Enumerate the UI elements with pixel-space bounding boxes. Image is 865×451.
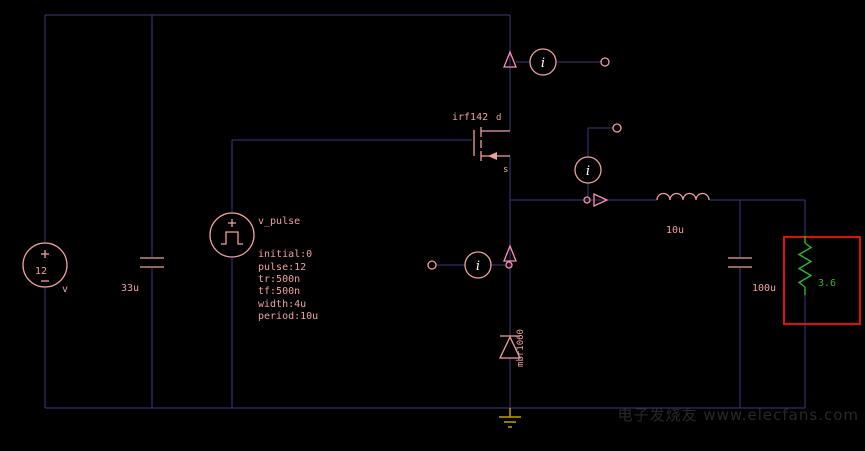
mosfet-pin-d: d: [496, 113, 501, 123]
current-arrow-icon: [503, 50, 517, 68]
mosfet-arrow-icon: [488, 152, 497, 160]
probe-label: i: [586, 164, 590, 179]
wires: [44, 14, 806, 409]
plus-sign-icon: [41, 250, 49, 258]
output-capacitor-value: 100u: [752, 283, 776, 294]
mosfet-pin-s: s: [503, 165, 508, 175]
probe-tap-icon: [583, 196, 591, 204]
pulse-param-initial: initial:0: [258, 249, 312, 260]
load-resistor[interactable]: 3.6: [783, 236, 861, 325]
pulse-param-tf: tf:500n: [258, 286, 300, 297]
inductor-value: 10u: [666, 225, 684, 236]
mosfet-label: irf142: [452, 112, 488, 123]
plus-sign-icon: [228, 219, 236, 227]
current-probe-inductor[interactable]: i: [574, 123, 622, 208]
current-probe-switch[interactable]: i: [427, 244, 517, 279]
pulse-param-pulse: pulse:12: [258, 262, 306, 273]
pulse-param-period: period:10u: [258, 311, 318, 322]
dc-voltage-source[interactable]: 12 v: [22, 242, 68, 295]
source-v-value: 12: [35, 266, 47, 277]
current-probe-input[interactable]: i: [503, 48, 610, 76]
ground-symbol[interactable]: [499, 408, 521, 428]
input-capacitor-value: 33u: [121, 283, 139, 294]
probe-terminal-icon: [612, 123, 622, 133]
probe-tap-icon: [505, 261, 513, 269]
probe-label: i: [541, 56, 545, 71]
square-wave-icon: [221, 231, 243, 245]
mosfet-irf142[interactable]: irf142 d s: [452, 112, 510, 175]
pulse-param-tr: tr:500n: [258, 274, 300, 285]
output-capacitor[interactable]: 100u: [728, 257, 776, 294]
source-v-label: v: [62, 284, 68, 295]
probe-label: i: [476, 259, 480, 274]
load-resistor-value: 3.6: [818, 278, 836, 289]
diode-label: mbr1060: [516, 329, 526, 367]
probe-terminal-icon: [427, 260, 437, 270]
pulse-param-width: width:4u: [258, 299, 306, 310]
selection-box: [783, 236, 861, 325]
current-arrow-icon: [593, 192, 609, 208]
probe-terminal-icon: [600, 57, 610, 67]
pulse-source-label: v_pulse: [258, 216, 300, 227]
input-capacitor[interactable]: 33u: [121, 257, 164, 294]
freewheel-diode[interactable]: mbr1060: [498, 329, 526, 367]
pulse-voltage-source[interactable]: v_pulse initial:0 pulse:12 tr:500n tf:50…: [209, 212, 318, 322]
current-arrow-icon: [503, 244, 517, 262]
inductor[interactable]: 10u: [656, 192, 710, 237]
